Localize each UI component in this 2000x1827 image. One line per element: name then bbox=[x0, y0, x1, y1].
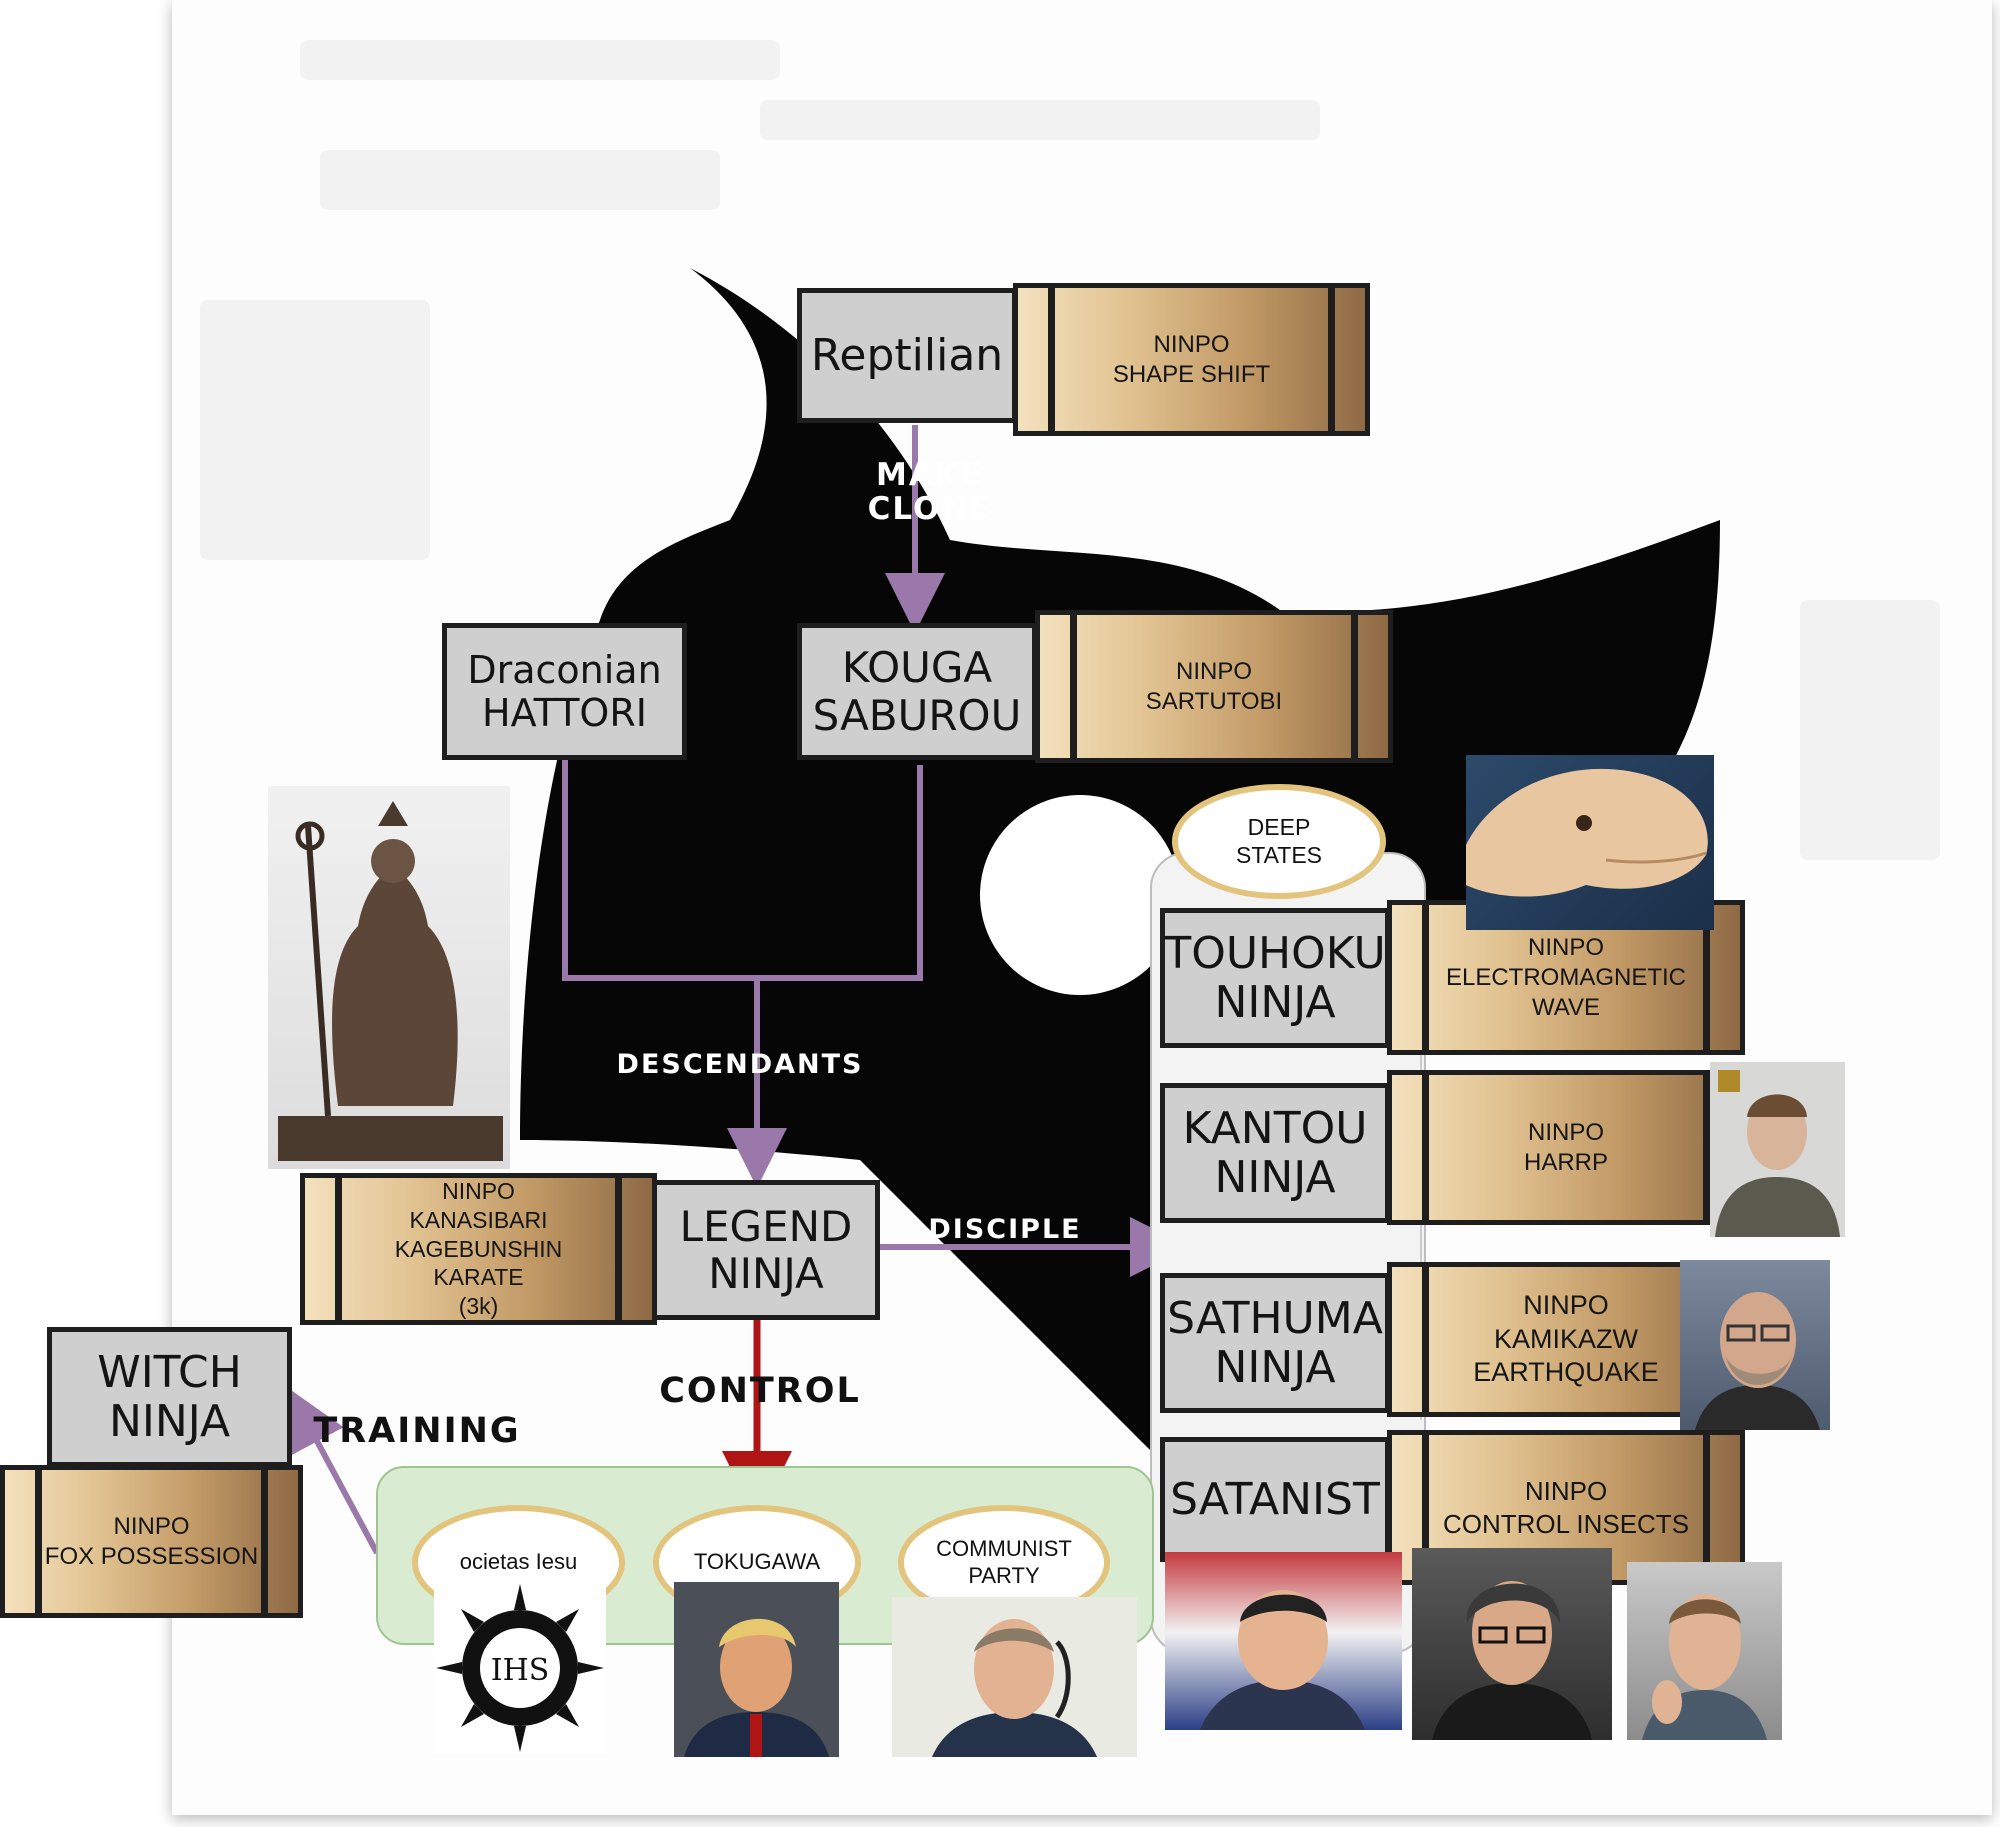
ninpo-sartutobi-text: NINPO SARTUTOBI bbox=[1145, 657, 1283, 715]
training-label: TRAINING bbox=[313, 1411, 521, 1451]
bearded-man-photo bbox=[1680, 1260, 1830, 1430]
ihs-monogram: IHS bbox=[491, 1653, 550, 1688]
satanist-portrait-1-photo bbox=[1165, 1552, 1402, 1730]
ninpo-fox-possession-box: NINPO FOX POSSESSION bbox=[0, 1465, 303, 1618]
arrow-descendants bbox=[562, 760, 923, 981]
satanist-box: SATANIST bbox=[1160, 1437, 1390, 1562]
legend-ninja-box: LEGEND NINJA bbox=[652, 1180, 880, 1320]
ninpo-sartutobi-box: NINPO SARTUTOBI bbox=[1035, 610, 1393, 763]
samurai-statue-image bbox=[268, 786, 510, 1169]
ninpo-kanasibari-box: NINPO KANASIBARI KAGEBUNSHIN KARATE (3k) bbox=[300, 1173, 657, 1325]
ninpo-harrp-box: NINPO HARRP bbox=[1387, 1070, 1745, 1225]
draconian-hattori-box: Draconian HATTORI bbox=[442, 623, 687, 760]
officer-photo bbox=[1710, 1062, 1845, 1237]
control-label: CONTROL bbox=[659, 1371, 861, 1411]
kantou-ninja-box: KANTOU NINJA bbox=[1160, 1083, 1390, 1223]
ninpo-control-insects-text: NINPO CONTROL INSECTS bbox=[1442, 1476, 1690, 1539]
ninpo-fox-possession-text: NINPO FOX POSSESSION bbox=[44, 1512, 259, 1570]
ninpo-kamikazw-text: NINPO KAMIKAZW EARTHQUAKE bbox=[1473, 1289, 1659, 1388]
reptilian-box: Reptilian bbox=[797, 288, 1017, 423]
kouga-saburou-box: KOUGA SABUROU bbox=[797, 623, 1037, 760]
lizard-photo bbox=[1466, 755, 1714, 930]
sathuma-ninja-box: SATHUMA NINJA bbox=[1160, 1273, 1390, 1413]
descendants-label: DESCENDANTS bbox=[616, 1049, 864, 1080]
ihs-emblem: IHS bbox=[434, 1582, 606, 1754]
deep-states-oval: DEEP STATES bbox=[1172, 784, 1386, 899]
ninpo-electromagnetic-text: NINPO ELECTROMAGNETIC WAVE bbox=[1445, 933, 1687, 1021]
arrow-training bbox=[288, 1388, 380, 1555]
ninpo-shape-shift-box: NINPO SHAPE SHIFT bbox=[1013, 283, 1370, 436]
disciple-label: DISCIPLE bbox=[928, 1214, 1082, 1245]
communist-portrait-photo bbox=[892, 1597, 1137, 1757]
faint-text-block bbox=[320, 150, 720, 210]
ninpo-shape-shift-text: NINPO SHAPE SHIFT bbox=[1112, 330, 1271, 388]
faint-text-block bbox=[300, 40, 780, 80]
witch-ninja-box: WITCH NINJA bbox=[47, 1327, 292, 1467]
satanist-portrait-2-photo bbox=[1412, 1548, 1612, 1740]
faint-panel bbox=[1800, 600, 1940, 860]
ninpo-harrp-text: NINPO HARRP bbox=[1523, 1118, 1608, 1176]
touhoku-ninja-box: TOUHOKU NINJA bbox=[1160, 908, 1390, 1048]
satanist-portrait-3-photo bbox=[1627, 1562, 1782, 1740]
faint-panel bbox=[200, 300, 430, 560]
tokugawa-portrait-photo bbox=[674, 1582, 839, 1757]
faint-text-block bbox=[760, 100, 1320, 140]
make-clone-label: MAKE CLONE bbox=[867, 457, 993, 528]
ninpo-kanasibari-text: NINPO KANASIBARI KAGEBUNSHIN KARATE (3k) bbox=[394, 1178, 563, 1320]
shuriken-hole bbox=[980, 795, 1180, 995]
